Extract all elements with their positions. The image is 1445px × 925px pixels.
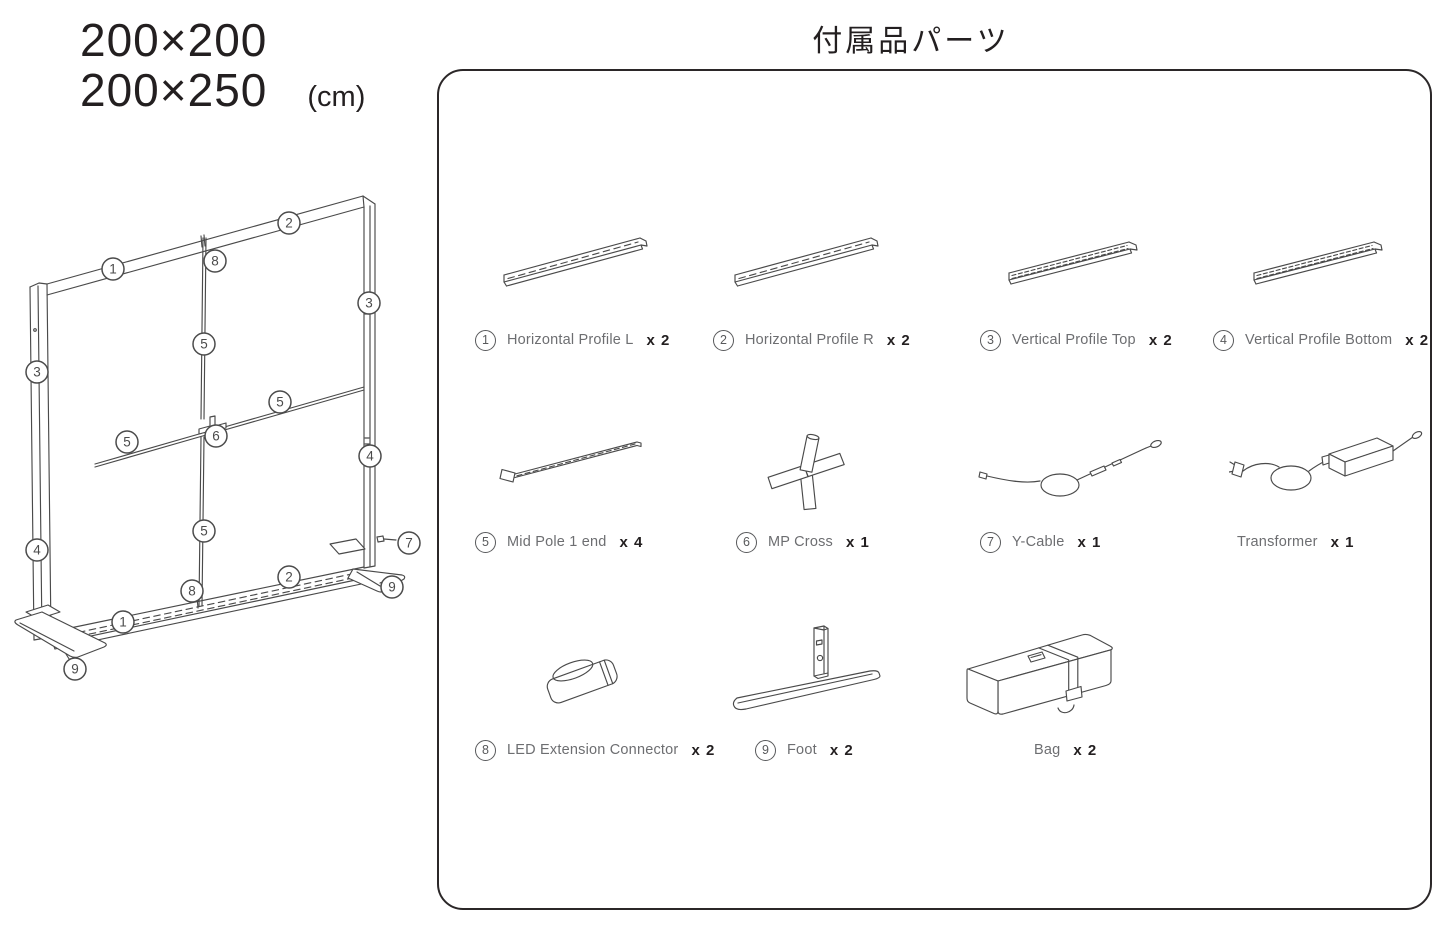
svg-text:7: 7 [405, 536, 413, 551]
part-name: MP Cross [768, 534, 833, 550]
svg-text:5: 5 [276, 395, 284, 410]
part-number-badge: 9 [755, 739, 776, 761]
part-qty: x 2 [691, 741, 716, 759]
svg-text:5: 5 [200, 337, 208, 352]
part-qty: x 1 [1330, 533, 1355, 551]
callout-1-top: 1 [101, 257, 125, 281]
size-title: 200×200 200×250(cm) [80, 14, 366, 116]
part-name: LED Extension Connector [507, 742, 679, 758]
callout-3-left: 3 [25, 360, 49, 384]
size-line-1: 200×200 [80, 14, 268, 66]
callout-9-right: 9 [380, 575, 404, 599]
svg-text:2: 2 [285, 570, 293, 585]
callout-1-bottom: 1 [111, 610, 135, 634]
y-cable-icon [978, 439, 1162, 497]
frame-left-foot [14, 604, 107, 658]
part-qty: x 1 [845, 533, 870, 551]
part-qty: x 2 [886, 331, 911, 349]
part-name: Bag [1034, 742, 1061, 758]
svg-text:5: 5 [123, 435, 131, 450]
part-name: Vertical Profile Bottom [1245, 332, 1393, 348]
part-name: Horizontal Profile L [507, 332, 634, 348]
size-line-2: 200×250(cm) [80, 63, 366, 116]
svg-text:1: 1 [119, 615, 127, 630]
callout-9-left: 9 [63, 657, 87, 681]
part-qty: x 2 [1405, 331, 1430, 349]
transformer-icon [1229, 431, 1423, 491]
part-number-badge: 7 [980, 531, 1001, 553]
frame-top-bar [46, 195, 376, 296]
foot-icon [732, 625, 881, 711]
part-name: Y-Cable [1012, 534, 1065, 550]
svg-text:1: 1 [109, 262, 117, 277]
horizontal-profile-l-icon [503, 237, 648, 287]
vertical-profile-top-icon [1008, 241, 1138, 285]
part-name: Mid Pole 1 end [507, 534, 607, 550]
callout-6-center: 6 [204, 424, 228, 448]
led-extension-connector-icon [546, 659, 618, 704]
svg-text:5: 5 [200, 524, 208, 539]
vertical-profile-bottom-icon [1253, 241, 1383, 285]
part-number-badge: 3 [980, 329, 1001, 351]
svg-text:8: 8 [211, 254, 219, 269]
svg-text:3: 3 [33, 365, 41, 380]
callout-4-left: 4 [25, 538, 49, 562]
size-unit: (cm) [307, 80, 366, 113]
callout-2-bottom: 2 [277, 565, 301, 589]
svg-text:4: 4 [366, 449, 374, 464]
part-name: Transformer [1237, 534, 1318, 550]
part-qty: x 2 [1073, 741, 1098, 759]
svg-text:2: 2 [285, 216, 293, 231]
callout-5-mid-bottom: 5 [192, 519, 216, 543]
frame-right-upright [363, 203, 376, 569]
bag-icon [966, 633, 1113, 715]
callout-8-bottom: 8 [180, 579, 204, 603]
part-number-badge: 4 [1213, 329, 1234, 351]
frame-left-upright [29, 282, 52, 641]
callout-5-mid-left: 5 [115, 430, 139, 454]
svg-text:3: 3 [365, 296, 373, 311]
part-qty: x 2 [1148, 331, 1173, 349]
callout-5-mid-right: 5 [268, 390, 292, 414]
part-qty: x 2 [646, 331, 671, 349]
part-number-badge: 2 [713, 329, 734, 351]
mid-pole-icon [499, 441, 642, 483]
part-number-badge: 6 [736, 531, 757, 553]
part-qty: x 2 [829, 741, 854, 759]
part-name: Foot [787, 742, 817, 758]
frame-power-lead [376, 535, 397, 543]
panel-title: 付属品パーツ [812, 25, 1010, 58]
part-name: Vertical Profile Top [1012, 332, 1136, 348]
callout-7-cable: 7 [397, 531, 421, 555]
horizontal-profile-r-icon [734, 237, 879, 287]
callout-3-right: 3 [357, 291, 381, 315]
part-qty: x 4 [619, 533, 644, 551]
part-number-badge: 8 [475, 739, 496, 761]
callout-5-mid-top: 5 [192, 332, 216, 356]
frame-mid-vertical-pole [198, 237, 207, 607]
assembled-frame-diagram: 1 2 8 3 3 5 5 6 5 4 5 4 7 9 8 2 1 9 [14, 195, 421, 681]
accessory-parts-panel: 1 Horizontal Profile L x 2 2 Horizontal … [437, 69, 1432, 910]
svg-text:8: 8 [188, 584, 196, 599]
frame-bottom-bar [50, 566, 367, 650]
svg-text:6: 6 [212, 429, 220, 444]
callout-8-top: 8 [203, 249, 227, 273]
part-number-badge: 5 [475, 531, 496, 553]
svg-text:4: 4 [33, 543, 41, 558]
frame-mid-horizontal-pole [94, 386, 365, 468]
part-number-badge: 1 [475, 329, 496, 351]
svg-text:9: 9 [71, 662, 79, 677]
mp-cross-icon [767, 433, 845, 511]
callout-4-right: 4 [358, 444, 382, 468]
svg-text:9: 9 [388, 580, 396, 595]
callout-2-top: 2 [277, 211, 301, 235]
part-qty: x 1 [1077, 533, 1102, 551]
part-name: Horizontal Profile R [745, 332, 874, 348]
